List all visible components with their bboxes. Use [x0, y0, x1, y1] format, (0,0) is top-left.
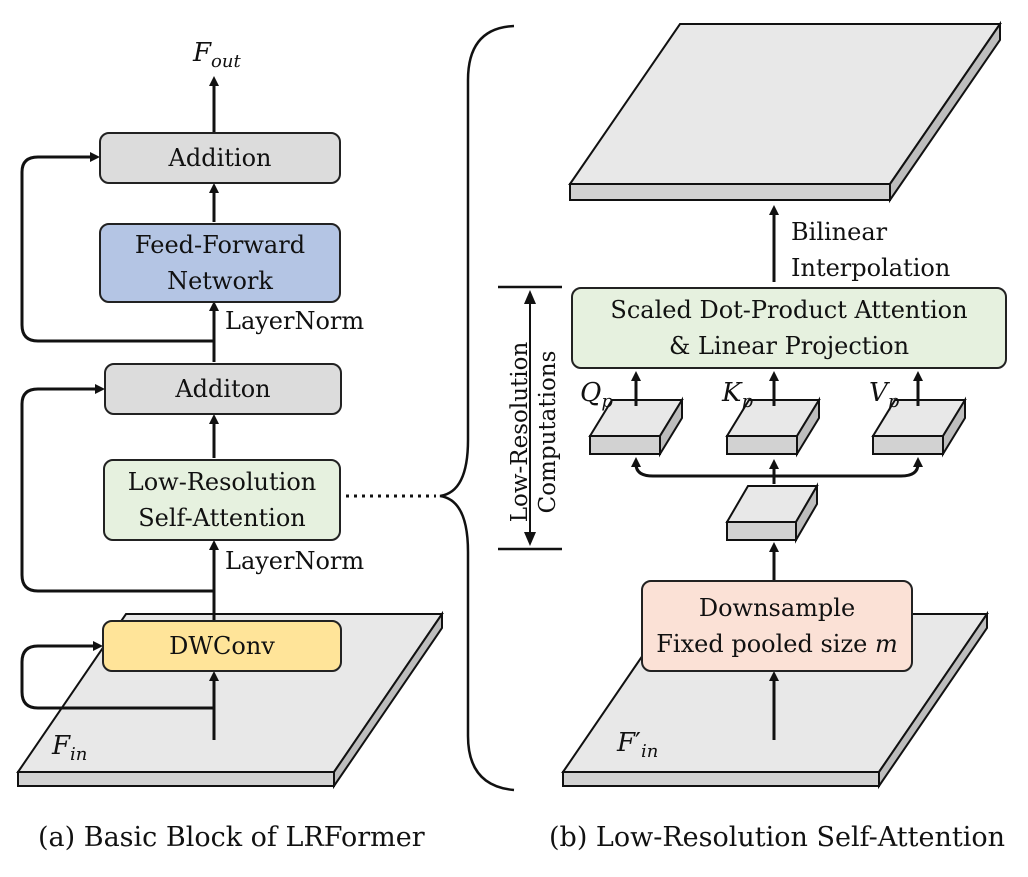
lowres-line2: Computations: [535, 350, 561, 514]
output-symbol: F: [193, 38, 212, 68]
skip-dwconv: [20, 641, 214, 710]
input-right-subscript: in: [640, 741, 659, 763]
bilinear-line2: Interpolation: [791, 254, 951, 282]
bilinear-label: Bilinear Interpolation: [791, 214, 950, 286]
lrsa-label-line2: Self-Attention: [138, 504, 306, 532]
addition-mid-label: Additon: [175, 375, 271, 403]
input-left-symbol: F: [52, 731, 71, 761]
lowres-line1: Low-Resolution: [507, 341, 533, 523]
ffn-label-line1: Feed-Forward: [134, 231, 306, 259]
v-block: [871, 396, 967, 458]
addition-top-box: Addition: [99, 132, 341, 184]
downsample-label-line2: Fixed pooled size m: [656, 626, 897, 662]
k-subscript: p: [741, 391, 753, 413]
arrow-pooled-to-v: [774, 457, 923, 478]
input-right-prime: ′: [635, 728, 641, 758]
v-label: Vp: [869, 378, 899, 412]
addition-mid-box: Additon: [104, 363, 342, 415]
input-left-subscript: in: [70, 744, 88, 766]
downsample-label-line1: Downsample: [698, 594, 856, 622]
arrow-pooled-to-q: [631, 457, 774, 478]
skip-lrsa: [20, 384, 214, 593]
input-right-symbol: F: [617, 728, 636, 758]
k-label: Kp: [722, 378, 753, 412]
input-left-label: Fin: [52, 731, 87, 765]
ffn-label-line2: Network: [167, 267, 273, 295]
caption-b: (b) Low-Resolution Self-Attention: [549, 822, 1005, 853]
attention-label-line1: Scaled Dot-Product Attention: [610, 296, 968, 324]
input-right-label: F′in: [617, 728, 658, 762]
dwconv-box: DWConv: [102, 620, 342, 672]
lrsa-label-line1: Low-Resolution: [127, 468, 317, 496]
attention-box: Scaled Dot-Product Attention & Linear Pr…: [571, 287, 1007, 369]
v-symbol: V: [869, 378, 888, 408]
v-subscript: p: [887, 391, 900, 413]
output-label: Fout: [193, 38, 241, 72]
downsample-box: Downsample Fixed pooled size m: [641, 580, 913, 672]
output-plane-right: [568, 20, 1002, 204]
lrsa-box: Low-Resolution Self-Attention: [103, 459, 341, 541]
pooled-block-center: [725, 482, 819, 544]
layernorm-top-label: LayerNorm: [225, 307, 365, 335]
downsample-text: Fixed pooled size: [656, 630, 868, 658]
attention-label-line2: & Linear Projection: [668, 332, 910, 360]
q-symbol: Q: [580, 378, 602, 408]
ffn-box: Feed-Forward Network: [99, 223, 341, 303]
output-subscript: out: [211, 51, 241, 73]
addition-top-label: Addition: [168, 144, 272, 172]
q-subscript: p: [601, 391, 613, 413]
caption-a: (a) Basic Block of LRFormer: [38, 822, 425, 853]
low-resolution-computations-label: Low-Resolution Computations: [506, 332, 562, 532]
k-block: [725, 396, 821, 458]
skip-ffn: [20, 152, 214, 343]
k-symbol: K: [722, 378, 742, 408]
q-block: [588, 396, 684, 458]
curly-brace: [439, 24, 515, 792]
layernorm-bottom-label: LayerNorm: [225, 547, 365, 575]
q-label: Qp: [580, 378, 613, 412]
range-double-arrow: [524, 290, 536, 546]
bilinear-line1: Bilinear: [791, 218, 888, 246]
downsample-m: m: [874, 630, 898, 658]
dwconv-label: DWConv: [169, 632, 275, 660]
